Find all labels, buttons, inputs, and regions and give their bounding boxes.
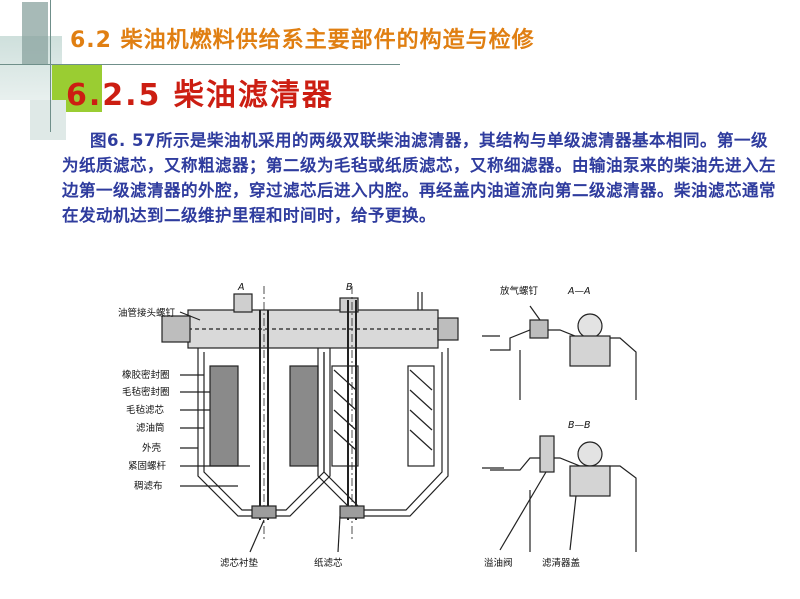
label-element-pad: 滤芯衬垫 bbox=[220, 557, 259, 569]
label-section-b: B—B bbox=[568, 420, 591, 431]
filter-diagram: 油管接头螺钉 橡胶密封圈 毛毡密封圈 毛毡滤芯 滤油筒 外壳 紧固螺杆 稠滤布 … bbox=[118, 282, 637, 569]
label-felt-seal: 毛毡密封圈 bbox=[122, 386, 170, 398]
label-paper-element: 纸滤芯 bbox=[314, 557, 343, 569]
label-filter-cup: 滤油筒 bbox=[136, 422, 165, 434]
label-bolt: 紧固螺杆 bbox=[128, 460, 167, 472]
decor-vertical-line bbox=[50, 0, 51, 132]
label-pipe-bolt: 油管接头螺钉 bbox=[118, 307, 176, 319]
label-silk-cloth: 稠滤布 bbox=[134, 480, 163, 492]
label-mark-b: B bbox=[346, 282, 353, 293]
body-paragraph: 图6. 57所示是柴油机采用的两级双联柴油滤清器，其结构与单级滤清器基本相同。第… bbox=[62, 131, 776, 225]
label-cover: 滤清器盖 bbox=[542, 557, 581, 569]
label-mark-a: A bbox=[237, 282, 245, 293]
subsection-title: 6.2.5 柴油滤清器 bbox=[66, 78, 334, 113]
double-filter-assembly bbox=[161, 286, 459, 553]
label-shell: 外壳 bbox=[142, 442, 162, 454]
section-title: 6.2 柴油机燃料供给系主要部件的构造与检修 bbox=[70, 28, 535, 53]
label-bleed-screw: 放气螺钉 bbox=[500, 285, 539, 297]
label-felt-element: 毛毡滤芯 bbox=[126, 404, 165, 416]
label-overflow-valve: 溢油阀 bbox=[484, 557, 513, 569]
decor-block-pale bbox=[30, 100, 66, 140]
decor-block-dark bbox=[22, 2, 48, 64]
label-rubber-seal: 橡胶密封圈 bbox=[122, 369, 170, 381]
label-section-a: A—A bbox=[567, 286, 591, 297]
section-views bbox=[482, 305, 637, 552]
decor-horizontal-line bbox=[0, 64, 400, 65]
